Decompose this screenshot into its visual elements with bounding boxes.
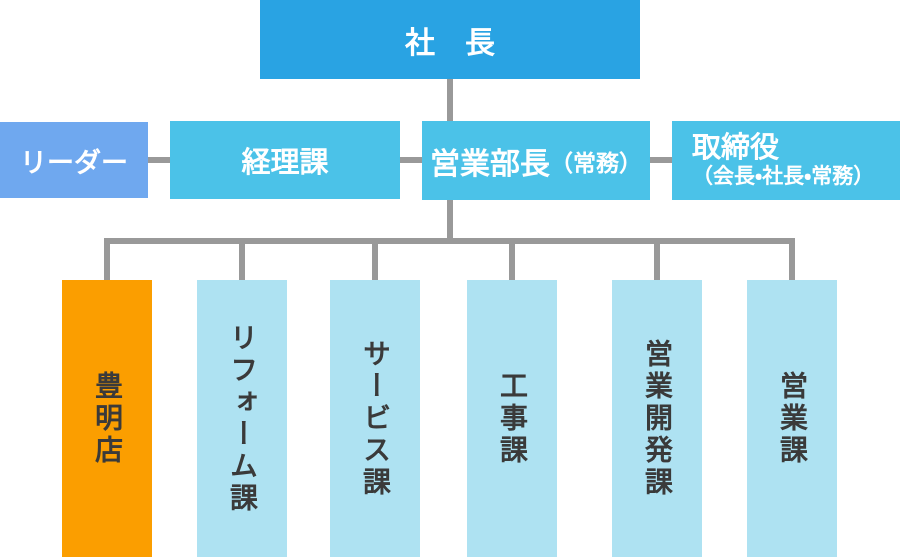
- org-node-service-section: サービス課: [330, 280, 420, 557]
- connector-drop-reform-section: [239, 244, 245, 280]
- org-node-reform-section: リフォーム課: [197, 280, 287, 557]
- org-node-leader-label: リーダー: [20, 147, 128, 178]
- connector-drop-toyoake-store: [104, 244, 110, 280]
- org-node-sales-director-label: 営業部長: [430, 147, 550, 181]
- org-node-sales-director-suffix: （常務）: [550, 149, 642, 176]
- org-node-accounting: 経理課: [170, 121, 400, 199]
- connector-drop-sales-section: [789, 244, 795, 280]
- org-node-sales-development-section: 営業開発課: [612, 280, 702, 557]
- org-node-reform-section-label: リフォーム課: [227, 322, 258, 515]
- connector-president-to-sales-director: [447, 79, 453, 122]
- connector-drop-service-section: [372, 244, 378, 280]
- connector-leader-to-accounting: [148, 157, 170, 163]
- org-node-construction-section: 工事課: [467, 280, 557, 557]
- org-node-construction-section-label: 工事課: [497, 370, 528, 467]
- connector-sales-director-to-board: [650, 157, 672, 163]
- org-node-board-label: 取締役: [692, 131, 780, 164]
- org-node-sales-director: 営業部長（常務）: [422, 121, 650, 200]
- connector-drop-sales-development-section: [654, 244, 660, 280]
- org-node-president: 社 長: [260, 0, 640, 79]
- connector-drop-construction-section: [509, 244, 515, 280]
- org-node-board-sub-label: （会長・社長・常務）: [692, 165, 875, 189]
- org-node-sales-development-section-label: 営業開発課: [642, 338, 673, 499]
- connector-distribution-bar: [104, 238, 795, 244]
- org-node-service-section-label: サービス課: [360, 338, 391, 499]
- connector-sales-director-drop: [447, 199, 453, 238]
- org-node-board: 取締役 （会長・社長・常務）: [672, 121, 900, 200]
- connector-accounting-to-sales-director: [400, 157, 422, 163]
- org-node-accounting-label: 経理課: [241, 147, 329, 179]
- org-node-president-label: 社 長: [405, 26, 495, 60]
- org-node-sales-section-label: 営業課: [777, 370, 808, 467]
- org-node-toyoake-store: 豊明店: [62, 280, 152, 557]
- org-node-leader: リーダー: [0, 122, 148, 198]
- org-node-toyoake-store-label: 豊明店: [92, 370, 123, 467]
- org-node-sales-section: 営業課: [747, 280, 837, 557]
